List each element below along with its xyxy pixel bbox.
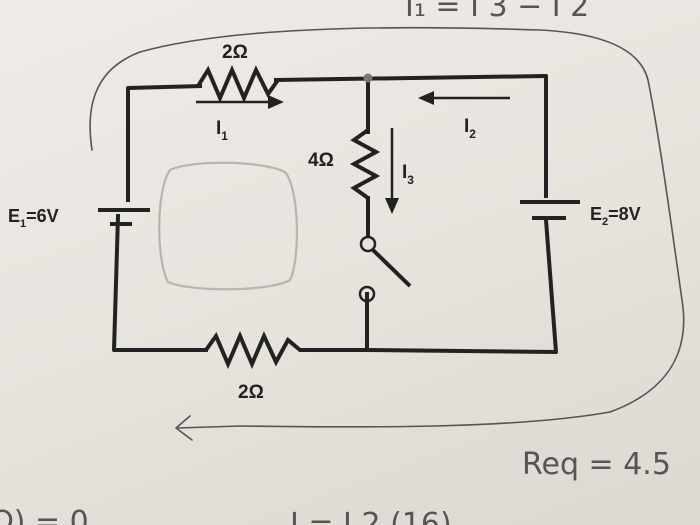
arrow-i3-head: [385, 198, 399, 214]
label-i1: I1: [216, 118, 228, 143]
label-i3: I3: [402, 162, 414, 187]
loop-pencil-curve: [89, 26, 685, 429]
switch-blade: [371, 248, 412, 288]
arrow-i2-head: [418, 91, 434, 105]
arrow-i1-head: [268, 95, 284, 109]
wire-left-top: [126, 83, 203, 202]
label-r-top: 2Ω: [222, 42, 248, 63]
junction-node: [363, 73, 373, 83]
resistor-bottom-2ohm: [204, 330, 366, 370]
loop-arrowhead: [175, 415, 193, 441]
resistor-mid-4ohm: [349, 128, 381, 200]
label-emf1: E1=6V: [8, 206, 59, 230]
resistor-top-2ohm: [196, 64, 280, 104]
label-r-bottom: 2Ω: [238, 382, 264, 403]
note-bottom-left: (2Ω) = 0: [0, 505, 89, 525]
label-r-mid: 4Ω: [308, 150, 334, 171]
label-i2: I2: [464, 116, 476, 141]
note-bottom-right: I = I 2 (16): [290, 507, 452, 525]
switch-top-contact: [359, 235, 377, 253]
wire-right-bottom: [363, 217, 558, 354]
note-current-equation: I₁ = I 3 − I 2: [405, 0, 589, 24]
note-req: Req = 4.5: [522, 447, 671, 482]
wire-bottom-left: [112, 213, 208, 352]
label-emf2: E2=8V: [590, 204, 641, 228]
switch-bottom-contact: [358, 285, 376, 303]
erased-smudge: [158, 161, 299, 291]
